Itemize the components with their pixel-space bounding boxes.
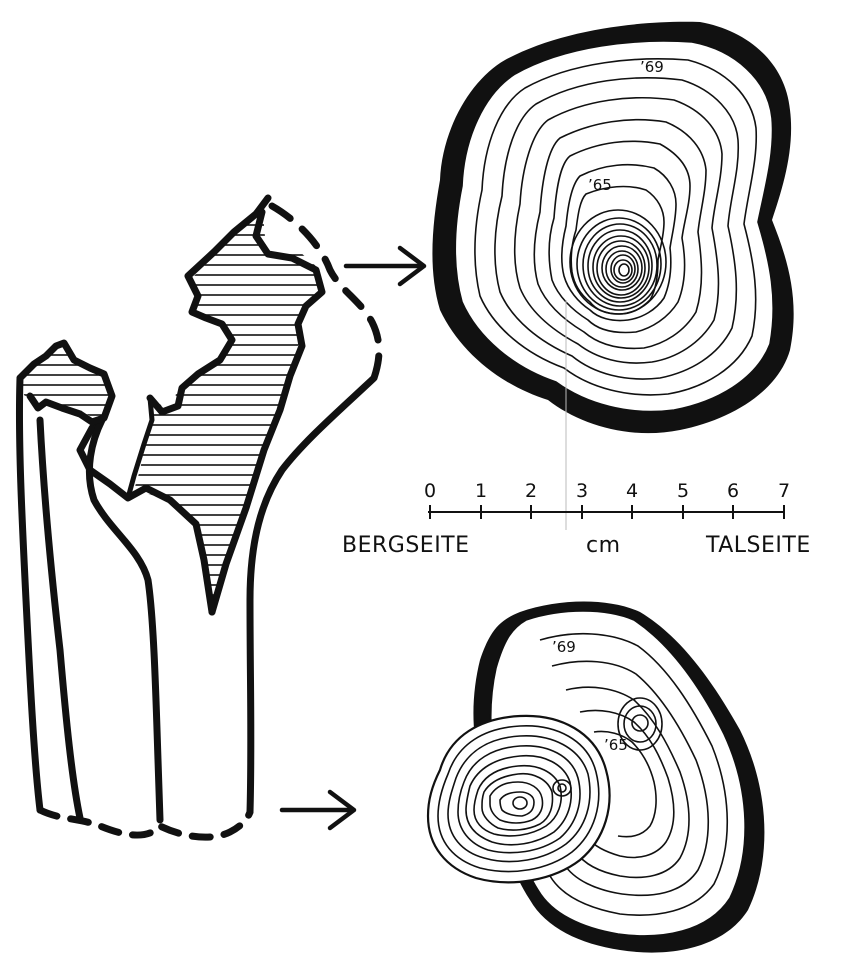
scale-tick-label: 3 [576, 480, 588, 502]
scale-tick-label: 0 [424, 480, 436, 502]
scale-tick-label: 1 [475, 480, 487, 502]
scale-tick-label: 5 [677, 480, 689, 502]
upper-year-label-65: ’65 [588, 176, 612, 194]
upper-year-label-69: ’69 [640, 58, 664, 76]
scale-right-label: TALSEITE [705, 533, 811, 558]
lower-year-label-69: ’69 [552, 638, 576, 656]
scale-tick-label: 2 [525, 480, 537, 502]
scale-tick-label: 6 [727, 480, 739, 502]
upper-cross-section: ’69 ’65 [432, 22, 793, 433]
scale-left-label: BERGSEITE [342, 533, 470, 558]
stem-left-edge [19, 378, 40, 810]
scale-tick-label: 4 [626, 480, 638, 502]
tree-stem-drawing [19, 198, 379, 837]
lower-inner-stem [428, 716, 610, 882]
lower-year-label-65: ’65 [604, 736, 628, 754]
lower-cross-section: ’69 ’65 [428, 602, 764, 953]
stem-left-inner [40, 420, 80, 818]
scale-tick-label: 7 [778, 480, 790, 502]
arrow-right-icon [346, 248, 424, 284]
scale-unit-label: cm [586, 533, 621, 558]
dashed-base [40, 810, 250, 837]
arrow-right-icon [282, 792, 354, 828]
scale-bar: 0 1 2 3 4 5 6 7 BERGSEITE cm TALSEITE [342, 480, 811, 558]
